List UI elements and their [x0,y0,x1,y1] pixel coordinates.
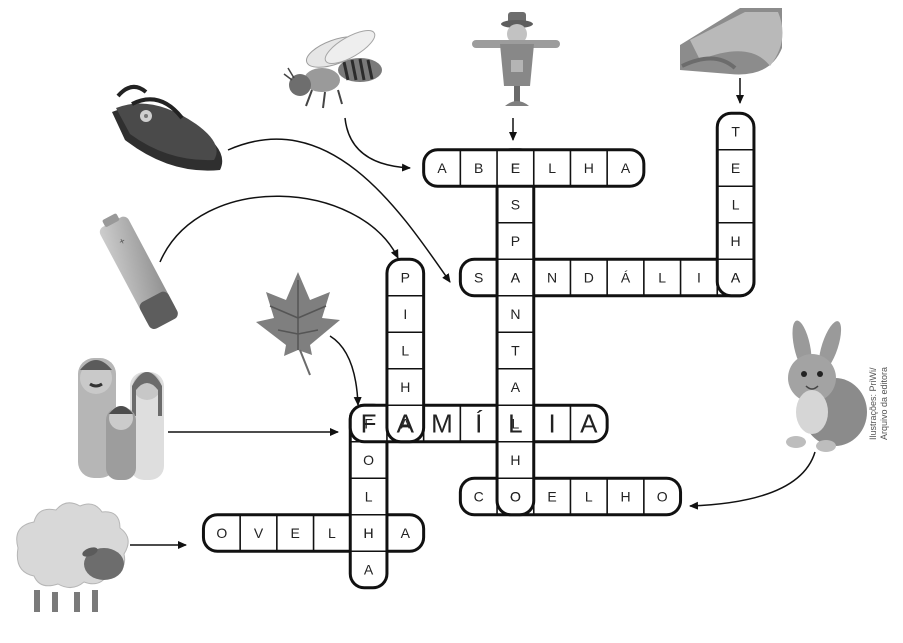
letter-ovelha-3: E [291,525,300,541]
arrow-leaf [329,335,362,406]
roof-tile-picture [680,8,783,75]
letter-ovelha-6: A [401,525,411,541]
letter-sandalia-1: S [474,270,483,286]
letter-espantalho-9: H [510,452,520,468]
letter-ovelha-1: O [216,525,227,541]
letter-coelho-4: L [585,489,593,505]
family-picture [78,358,164,480]
letter-familia-2: A [397,409,415,439]
crossword-grid [201,111,756,590]
letter-folha-1: F [364,416,373,432]
bee-picture [283,30,382,109]
battery-picture: + [99,213,178,329]
sandal-picture [112,84,223,171]
letter-coelho-6: O [657,489,668,505]
letter-coelho-3: E [547,489,556,505]
letter-sandalia-6: L [658,270,666,286]
letter-espantalho-1: E [511,160,520,176]
letter-familia-6: I [548,409,555,439]
letter-telha-1: T [731,124,740,140]
letter-folha-3: L [365,489,373,505]
letter-pilha-3: L [401,343,409,359]
arrow-rabbit [689,451,816,510]
letter-familia-1: F [361,409,377,439]
letter-abelha-2: B [474,160,483,176]
letter-pilha-2: I [403,306,407,322]
letter-pilha-5: A [401,416,411,432]
letter-espantalho-10: O [510,489,521,505]
letter-folha-5: A [364,562,374,578]
letter-ovelha-2: V [254,525,264,541]
letter-sandalia-4: D [584,270,594,286]
letter-sandalia-7: I [697,270,701,286]
arrow-battery [159,195,399,263]
letter-abelha-4: L [548,160,556,176]
word-box-telha [715,111,756,298]
letter-familia-5: L [508,409,522,439]
letter-sandalia-8: A [731,270,741,286]
scarecrow-picture [472,12,560,106]
letter-coelho-2: O [510,489,521,505]
letter-telha-5: A [731,270,741,286]
letter-telha-4: H [731,233,741,249]
arrow-bee [344,117,411,172]
word-box-pilha [385,257,426,444]
svg-text:+: + [117,236,127,249]
letter-espantalho-6: T [511,343,520,359]
letter-abelha-1: A [437,160,447,176]
letter-ovelha-4: L [328,525,336,541]
sheep-picture [16,502,129,612]
letter-telha-3: L [732,197,740,213]
letter-espantalho-8: L [512,416,520,432]
letter-pilha-4: H [400,379,410,395]
leaf-picture [256,272,340,376]
letter-coelho-1: C [474,489,484,505]
letter-espantalho-5: N [510,306,520,322]
letter-telha-2: E [731,160,740,176]
letter-familia-4: Í [475,409,483,439]
letter-familia-7: A [580,409,598,439]
letter-folha-4: H [364,525,374,541]
rabbit-picture [786,320,867,452]
letter-familia-3: M [431,409,453,439]
letter-espantalho-3: P [511,233,520,249]
letter-coelho-5: H [620,489,630,505]
letter-abelha-6: A [621,160,631,176]
letter-sandalia-5: Á [621,270,631,286]
arrow-sandal [227,138,451,283]
letter-sandalia-2: A [511,270,521,286]
credit-line-2: Arquivo da editora [879,366,889,440]
letter-folha-2: O [363,452,374,468]
letter-pilha-1: P [401,270,410,286]
letter-abelha-3: E [511,160,520,176]
letter-espantalho-4: A [511,270,521,286]
letter-abelha-5: H [584,160,594,176]
letter-espantalho-2: S [511,197,520,213]
letter-espantalho-7: A [511,379,521,395]
clue-arrows [130,78,816,549]
illustration-credit: Ilustrações: PriWi/ Arquivo da editora [868,366,903,440]
letter-sandalia-3: N [547,270,557,286]
credit-line-1: Ilustrações: PriWi/ [868,367,878,440]
letter-ovelha-5: H [364,525,374,541]
